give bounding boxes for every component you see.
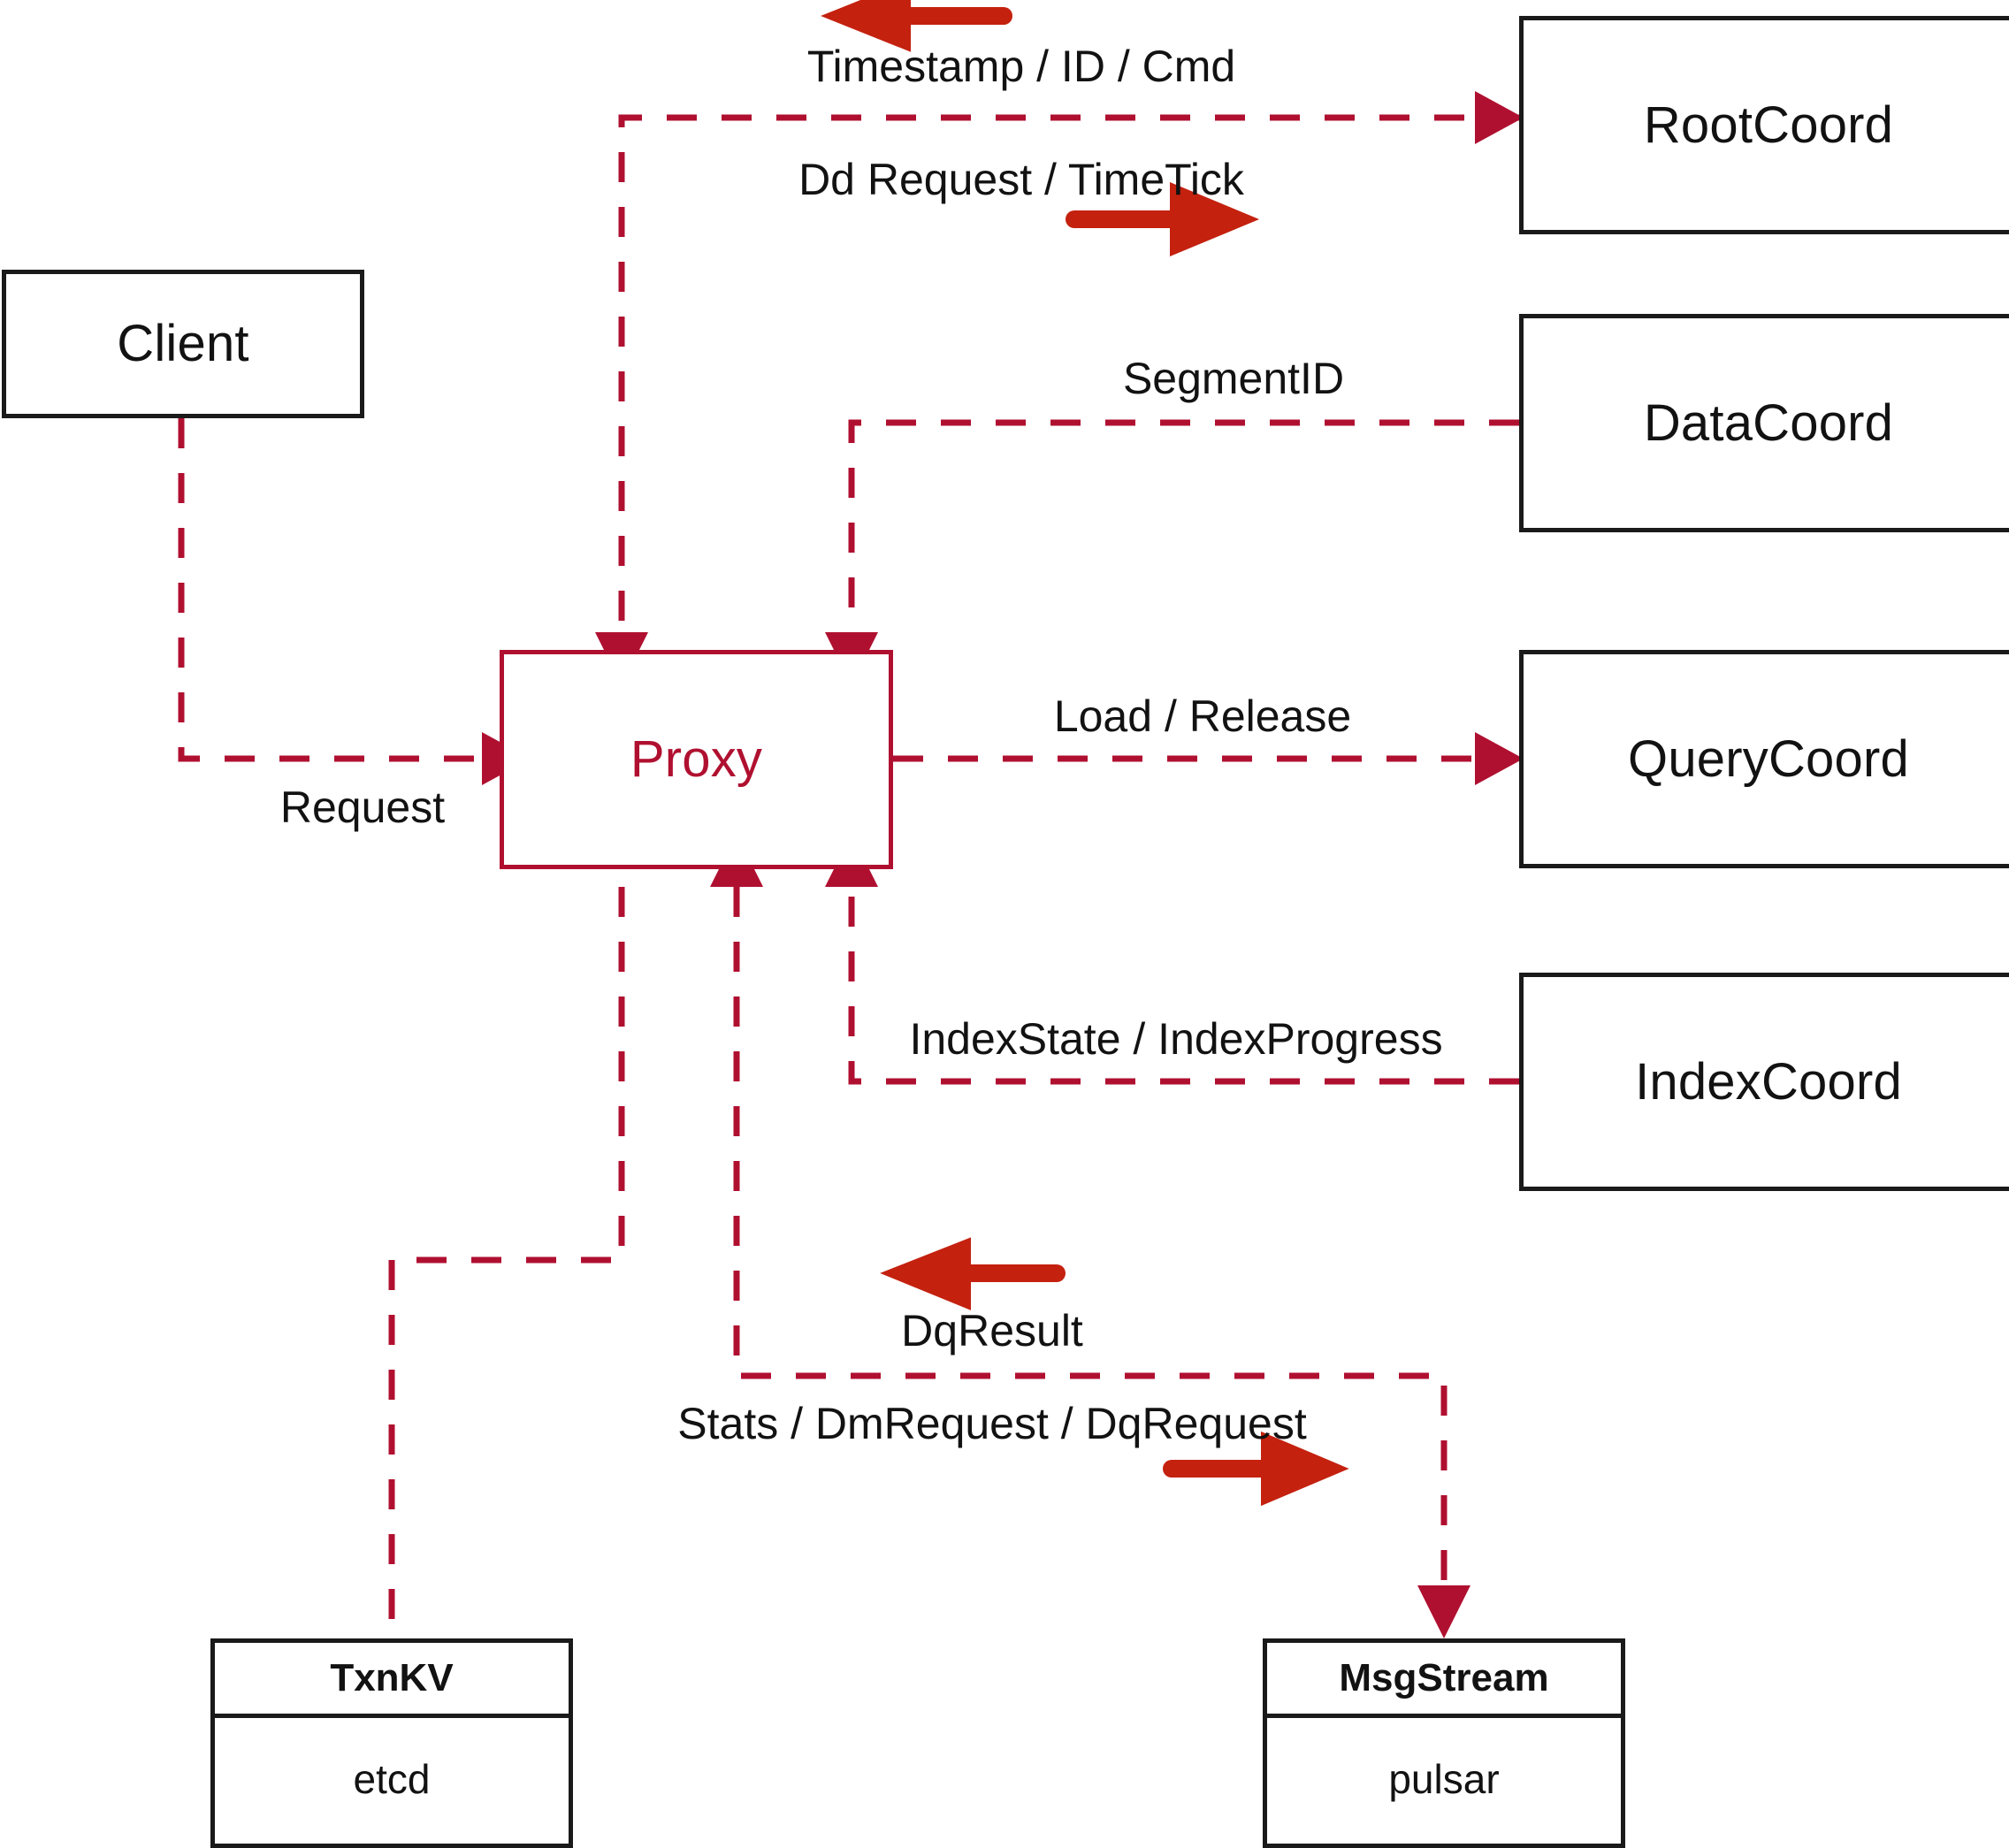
edge-label-segmentid: SegmentID — [1122, 354, 1345, 403]
direction-arrow-timestamp — [821, 0, 1012, 52]
node-querycoord-label: QueryCoord — [1628, 729, 1909, 788]
direction-arrow-dqresult — [880, 1237, 1066, 1310]
node-msgstream-title: MsgStream — [1267, 1643, 1621, 1718]
edge-msgstream-dq — [733, 887, 1448, 1621]
node-datacoord[interactable]: DataCoord — [1519, 314, 2009, 532]
node-client[interactable]: Client — [2, 270, 364, 418]
node-proxy-label: Proxy — [630, 730, 763, 788]
edge-label-request: Request — [279, 783, 446, 832]
edge-label-load-release: Load / Release — [1053, 691, 1352, 741]
edge-rootcoord-return — [618, 114, 1519, 632]
node-rootcoord-label: RootCoord — [1643, 95, 1894, 154]
node-msgstream[interactable]: MsgStream pulsar — [1263, 1638, 1625, 1848]
node-rootcoord[interactable]: RootCoord — [1519, 16, 2009, 234]
node-datacoord-label: DataCoord — [1643, 393, 1894, 452]
node-txnkv-implementation: etcd — [353, 1755, 431, 1802]
node-txnkv[interactable]: TxnKV etcd — [210, 1638, 573, 1848]
edge-datacoord-segmentid — [848, 419, 1519, 632]
node-indexcoord-label: IndexCoord — [1635, 1052, 1902, 1111]
edge-label-timestamp-id-cmd: Timestamp / ID / Cmd — [806, 42, 1236, 91]
node-client-label: Client — [117, 315, 249, 372]
node-indexcoord[interactable]: IndexCoord — [1519, 973, 2009, 1191]
node-querycoord[interactable]: QueryCoord — [1519, 650, 2009, 868]
edge-indexcoord-state — [848, 887, 1519, 1085]
node-txnkv-title: TxnKV — [215, 1643, 569, 1718]
direction-arrow-dmrequest — [1163, 1431, 1349, 1507]
edge-label-stats-dmrequest-dqrequest: Stats / DmRequest / DqRequest — [677, 1399, 1307, 1448]
node-proxy[interactable]: Proxy — [500, 650, 893, 869]
direction-arrow-ddrequest — [1066, 182, 1260, 256]
edge-txnkv — [388, 887, 625, 1638]
edge-label-dd-request-timetick: Dd Request / TimeTick — [798, 155, 1244, 204]
edge-client-request — [178, 418, 482, 762]
edge-label-dqresult: DqResult — [901, 1306, 1083, 1355]
edge-label-indexstate-indexprogress: IndexState / IndexProgress — [909, 1014, 1443, 1064]
node-msgstream-implementation: pulsar — [1388, 1755, 1500, 1802]
